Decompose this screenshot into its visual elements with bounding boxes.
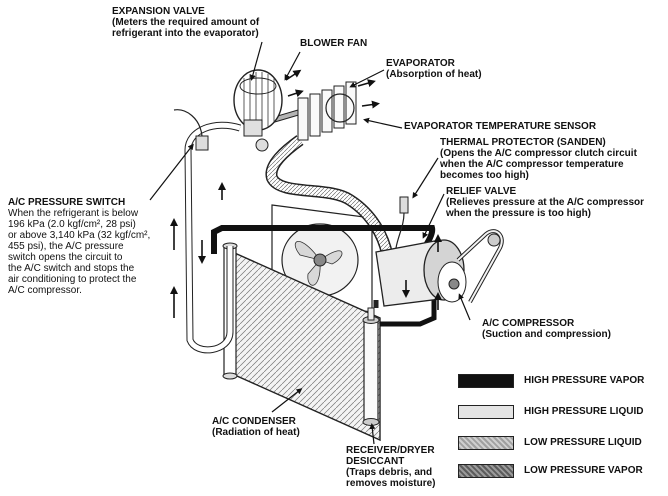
expansion-valve-desc-1: (Meters the required amount of: [112, 17, 260, 28]
thermal-protector-desc-2: when the A/C compressor temperature: [440, 159, 624, 170]
relief-valve-title: RELIEF VALVE: [446, 186, 517, 197]
legend-swatch-high-pressure-vapor: [458, 374, 514, 388]
pressure-switch-desc-4: 455 psi), the A/C pressure: [8, 241, 124, 252]
pressure-switch-desc-1: When the refrigerant is below: [8, 208, 139, 219]
expansion-valve: [243, 119, 269, 152]
high-pressure-liquid-line: [184, 121, 379, 354]
evaporator: [297, 81, 357, 141]
evaporator-label: EVAPORATOR (Absorption of heat): [386, 58, 482, 80]
blower-fan: [233, 69, 283, 131]
leader-lines: [149, 41, 471, 445]
pressure-switch-title: A/C PRESSURE SWITCH: [8, 197, 126, 208]
legend-label-high-pressure-liquid: HIGH PRESSURE LIQUID: [524, 406, 644, 417]
legend-swatch-high-pressure-liquid: [458, 405, 514, 419]
relief-valve-desc-1: (Relieves pressure at the A/C compressor: [446, 197, 645, 208]
pressure-switch-desc-6: the A/C switch and stops the: [8, 263, 135, 274]
pressure-switch: [173, 109, 209, 151]
expansion-valve-label: EXPANSION VALVE (Meters the required amo…: [112, 6, 259, 39]
pressure-switch-desc-5: switch opens the circuit to: [8, 252, 123, 263]
evap-temp-sensor-title: EVAPORATOR TEMPERATURE SENSOR: [404, 121, 597, 132]
condenser-desc: (Radiation of heat): [212, 427, 300, 438]
receiver-desc-1: (Traps debris, and: [346, 467, 433, 478]
thermal-protector-desc-1: (Opens the A/C compressor clutch circuit: [440, 148, 637, 159]
compressor-desc: (Suction and compression): [482, 329, 611, 340]
flow-arrows: [170, 69, 442, 318]
relief-valve-desc-2: when the pressure is too high): [446, 208, 592, 219]
condenser-label: A/C CONDENSER (Radiation of heat): [212, 416, 300, 438]
thermal-protector: [395, 196, 409, 249]
pressure-switch-desc-8: A/C compressor.: [8, 285, 82, 296]
evap-temp-sensor-label: EVAPORATOR TEMPERATURE SENSOR: [404, 121, 596, 132]
receiver-desc-2: removes moisture): [346, 478, 436, 489]
condenser-title: A/C CONDENSER: [212, 416, 296, 427]
legend-label-low-pressure-vapor: LOW PRESSURE VAPOR: [524, 465, 643, 476]
compressor-label: A/C COMPRESSOR (Suction and compression): [482, 318, 611, 340]
legend-label-high-pressure-vapor: HIGH PRESSURE VAPOR: [524, 375, 645, 386]
receiver-dryer-label: RECEIVER/DRYER DESICCANT (Traps debris, …: [346, 445, 435, 489]
evaporator-desc: (Absorption of heat): [386, 69, 482, 80]
receiver-title-2: DESICCANT: [346, 456, 405, 467]
expansion-valve-desc-2: refrigerant into the evaporator): [112, 28, 259, 39]
thermal-protector-title: THERMAL PROTECTOR (SANDEN): [440, 137, 606, 148]
blower-fan-label: BLOWER FAN: [300, 38, 367, 49]
receiver-title-1: RECEIVER/DRYER: [346, 445, 435, 456]
legend-swatch-low-pressure-liquid: [458, 436, 514, 450]
legend-label-low-pressure-liquid: LOW PRESSURE LIQUID: [524, 437, 642, 448]
pressure-switch-desc-3: or above 3,140 kPa (32 kgf/cm²,: [8, 230, 151, 241]
expansion-valve-title: EXPANSION VALVE: [112, 6, 205, 17]
ac-compressor: [375, 229, 504, 307]
pressure-switch-desc-2: 196 kPa (2.0 kgf/cm², 28 psi): [8, 219, 136, 230]
pressure-switch-label: A/C PRESSURE SWITCH When the refrigerant…: [8, 197, 150, 296]
pressure-switch-desc-7: air conditioning to protect the: [8, 274, 137, 285]
receiver-dryer: [362, 307, 380, 426]
thermal-protector-desc-3: becomes too high): [440, 170, 529, 181]
compressor-title: A/C COMPRESSOR: [482, 318, 575, 329]
thermal-protector-label: THERMAL PROTECTOR (SANDEN) (Opens the A/…: [440, 137, 637, 181]
evaporator-title: EVAPORATOR: [386, 58, 455, 69]
blower-fan-title: BLOWER FAN: [300, 38, 368, 49]
legend-swatch-low-pressure-vapor: [458, 464, 514, 478]
relief-valve-label: RELIEF VALVE (Relieves pressure at the A…: [446, 186, 644, 219]
